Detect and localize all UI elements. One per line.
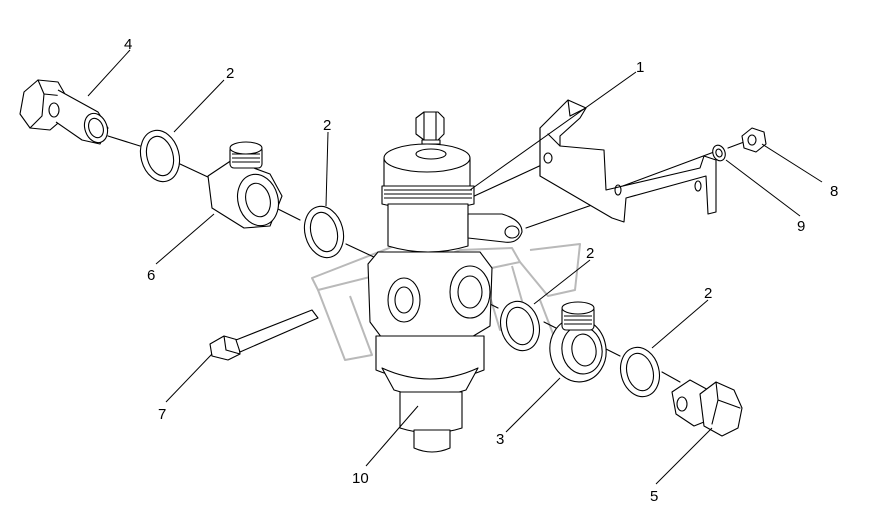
callout-2: 2 — [226, 65, 234, 82]
callout-2: 2 — [323, 117, 331, 134]
callout-1: 1 — [636, 59, 644, 76]
part-2-sealing-ring-d — [619, 346, 661, 398]
part-5-banjo-bolt — [671, 379, 743, 437]
callout-10: 10 — [352, 470, 369, 487]
leader-lines — [87, 49, 823, 485]
callout-labels: 4 2 2 1 8 9 6 2 2 7 3 10 5 — [124, 36, 838, 505]
callout-8: 8 — [830, 183, 838, 200]
part-4-banjo-bolt — [19, 79, 109, 145]
callout-2: 2 — [704, 285, 712, 302]
part-2-sealing-ring-c — [499, 300, 541, 352]
part-6-banjo-fitting — [207, 141, 283, 229]
part-2-sealing-ring-a — [139, 129, 181, 183]
part-2-sealing-ring-b — [303, 205, 345, 259]
part-8-nut — [741, 127, 767, 153]
callout-2: 2 — [586, 245, 594, 262]
callout-3: 3 — [496, 431, 504, 448]
callout-5: 5 — [650, 488, 658, 505]
part-9-washer — [712, 144, 726, 162]
part-7-long-bolt — [209, 309, 319, 361]
part-1-bracket — [539, 99, 717, 223]
part-3-banjo-fitting — [549, 301, 607, 383]
callout-4: 4 — [124, 36, 132, 53]
callout-9: 9 — [797, 218, 805, 235]
callout-6: 6 — [147, 267, 155, 284]
part-10-valve-body — [367, 111, 523, 453]
callout-7: 7 — [158, 406, 166, 423]
